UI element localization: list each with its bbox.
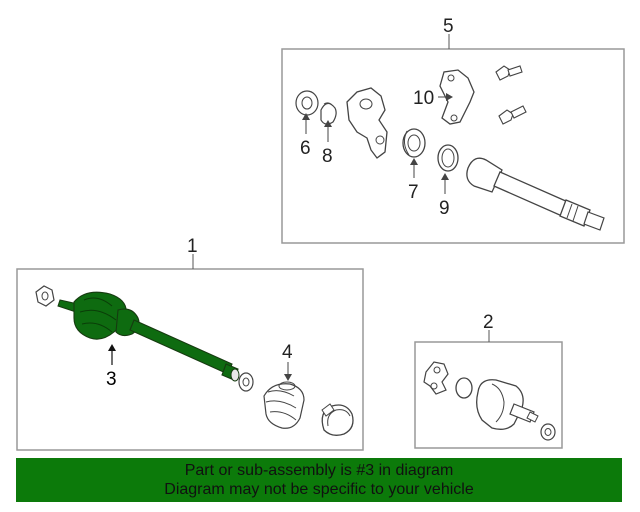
callout-5[interactable]: 5 (443, 16, 454, 37)
part-boot-clamps (321, 403, 354, 436)
arrowhead-4 (284, 374, 292, 381)
part-outer-housing (476, 379, 539, 430)
arrowhead-10 (446, 93, 453, 101)
part-bolt-upper (495, 65, 523, 81)
part-inner-shaft (466, 157, 605, 231)
part-knuckle (346, 87, 388, 159)
part-10-bracket (439, 69, 475, 125)
part-axle-nut (35, 285, 55, 307)
arrowhead-9 (441, 173, 449, 180)
part-3-drive-shaft (57, 291, 240, 382)
assembly-box-5 (281, 48, 625, 244)
callout-7[interactable]: 7 (408, 182, 419, 203)
callout-10[interactable]: 10 (413, 88, 434, 109)
arrowhead-6 (302, 113, 310, 120)
arrowhead-7 (410, 158, 418, 165)
callout-9[interactable]: 9 (439, 198, 450, 219)
callout-6[interactable]: 6 (300, 138, 311, 159)
part-6-washer (295, 90, 319, 116)
part-9-snap-ring (437, 144, 459, 172)
callout-3[interactable]: 3 (106, 369, 117, 390)
callout-2[interactable]: 2 (483, 312, 494, 333)
part-4-boot-kit (238, 372, 305, 429)
arrowhead-3 (108, 344, 116, 351)
parts-diagram: 1 2 3 4 5 6 7 8 9 10 (16, 16, 625, 451)
part-ring (455, 377, 473, 399)
banner-line-1: Part or sub-assembly is #3 in diagram (184, 462, 454, 479)
part-small-washer (540, 423, 556, 441)
assembly-box-1 (16, 268, 364, 451)
callout-4[interactable]: 4 (282, 342, 293, 363)
part-8-clip (320, 102, 337, 125)
part-7-bearing (402, 128, 426, 158)
callout-1[interactable]: 1 (187, 236, 198, 257)
callout-8[interactable]: 8 (322, 146, 333, 167)
info-banner: Part or sub-assembly is #3 in diagram Di… (16, 458, 622, 502)
banner-line-2: Diagram may not be specific to your vehi… (164, 481, 474, 498)
part-bolt-lower (498, 105, 527, 125)
arrowhead-8 (324, 120, 332, 127)
part-tripod-joint (423, 361, 449, 395)
